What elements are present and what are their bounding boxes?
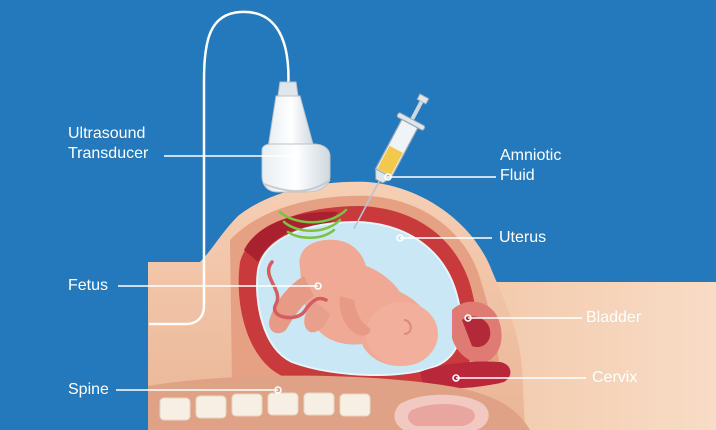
leader-fetus-dot [314, 282, 322, 290]
label-cervix: Cervix [592, 369, 638, 386]
leader-fluid-dot [384, 173, 392, 181]
fetus-ear [403, 319, 412, 335]
syringe [353, 93, 430, 230]
leader-lines [116, 152, 586, 394]
label-spine: Spine [68, 381, 109, 398]
fetus-leg-lower [304, 300, 330, 333]
ultrasound-waves [278, 208, 348, 239]
umbilical-cord [266, 260, 328, 320]
cervix-organ [420, 361, 511, 389]
leader-transducer-dot [292, 152, 300, 160]
label-uterus: Uterus [499, 229, 547, 246]
thigh [470, 282, 716, 430]
fetus-arm [339, 296, 371, 336]
label-fetus: Fetus [68, 277, 109, 294]
transducer-cable [148, 10, 290, 326]
bladder-inner [462, 316, 491, 348]
label-bladder: Bladder [586, 309, 642, 326]
rectum-inner [407, 404, 475, 426]
placenta [244, 211, 338, 262]
label-ultrasound-transducer: Ultrasound Transducer [68, 124, 148, 164]
label-amniotic-fluid: Amniotic Fluid [500, 146, 561, 186]
leader-bladder-dot [464, 314, 472, 322]
fetus-leg [269, 276, 314, 334]
spine-vertebrae [159, 392, 371, 421]
leader-uterus-dot [396, 234, 404, 242]
label-transducer-line2: Transducer [68, 145, 149, 162]
label-fluid-line2: Fluid [500, 167, 535, 184]
label-fluid-line1: Amniotic [500, 147, 562, 164]
label-transducer-line1: Ultrasound [68, 125, 146, 142]
fetus-head [366, 302, 438, 366]
leader-cervix-dot [452, 374, 460, 382]
leader-spine-dot [274, 386, 282, 394]
